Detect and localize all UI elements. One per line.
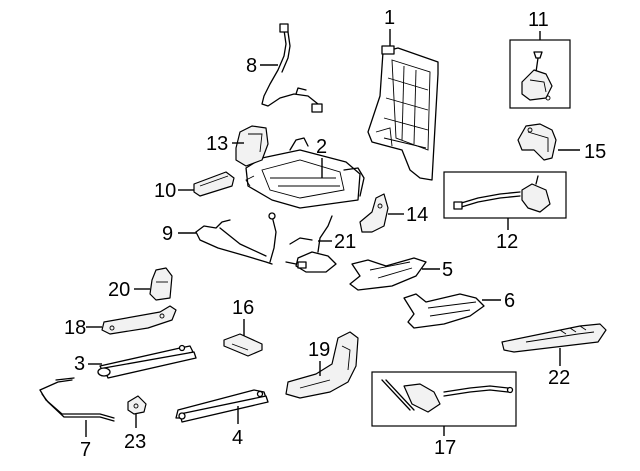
callout-10: 10: [154, 180, 194, 202]
part-1-seat-back-frame[interactable]: [367, 45, 439, 181]
callout-22: 22: [548, 348, 570, 389]
part-19-side-panel[interactable]: [285, 331, 359, 399]
callout-8: 8: [246, 55, 278, 77]
part-2-seat-cushion-frame[interactable]: [245, 137, 365, 209]
callout-5: 5: [422, 259, 453, 281]
callout-2: 2: [316, 136, 327, 178]
callout-16: 16: [232, 297, 254, 336]
svg-text:21: 21: [334, 231, 356, 253]
callout-1: 1: [384, 7, 395, 46]
part-16-pad[interactable]: [223, 333, 263, 357]
part-20-cap[interactable]: [149, 267, 173, 301]
part-17-cable-latch[interactable]: [371, 371, 517, 427]
callout-23: 23: [124, 414, 146, 453]
svg-text:9: 9: [162, 223, 173, 245]
svg-text:17: 17: [434, 437, 456, 459]
svg-text:1: 1: [384, 7, 395, 29]
callout-15: 15: [558, 141, 606, 163]
callout-11: 11: [528, 9, 549, 40]
svg-text:11: 11: [528, 9, 549, 31]
svg-text:15: 15: [584, 141, 606, 163]
callout-6: 6: [482, 290, 515, 312]
callout-7: 7: [80, 420, 91, 461]
svg-text:22: 22: [548, 367, 570, 389]
svg-text:7: 7: [80, 439, 91, 461]
part-7-cable[interactable]: [39, 377, 115, 422]
svg-text:8: 8: [246, 55, 257, 77]
part-18-trim[interactable]: [101, 305, 177, 335]
part-21-wire-harness[interactable]: [285, 215, 337, 273]
part-3-seat-track[interactable]: [97, 344, 197, 379]
part-22-trim[interactable]: [501, 323, 607, 353]
callout-3: 3: [74, 353, 102, 375]
callout-17: 17: [434, 426, 456, 459]
part-14-cover[interactable]: [359, 193, 389, 233]
svg-text:5: 5: [442, 259, 453, 281]
svg-text:3: 3: [74, 353, 85, 375]
callout-20: 20: [108, 279, 150, 301]
part-8-release-cable[interactable]: [261, 23, 323, 113]
svg-text:14: 14: [406, 204, 428, 226]
svg-text:23: 23: [124, 431, 146, 453]
svg-text:12: 12: [496, 231, 518, 253]
part-12-cable-assembly[interactable]: [443, 171, 567, 219]
svg-text:10: 10: [154, 180, 176, 202]
callout-9: 9: [162, 223, 196, 245]
part-10-handle[interactable]: [193, 171, 235, 197]
part-13-cover[interactable]: [235, 125, 269, 167]
callout-18: 18: [64, 317, 102, 339]
svg-text:6: 6: [504, 290, 515, 312]
svg-text:18: 18: [64, 317, 86, 339]
part-11-hook-assembly[interactable]: [509, 39, 571, 109]
svg-text:4: 4: [232, 427, 243, 449]
callout-13: 13: [206, 133, 244, 155]
part-15-bracket[interactable]: [517, 123, 557, 161]
svg-text:2: 2: [316, 136, 327, 158]
svg-text:20: 20: [108, 279, 130, 301]
callout-12: 12: [496, 218, 518, 253]
svg-text:16: 16: [232, 297, 254, 319]
callout-14: 14: [388, 204, 428, 226]
svg-text:13: 13: [206, 133, 228, 155]
callout-4: 4: [232, 406, 243, 449]
part-5-side-shield[interactable]: [349, 257, 427, 291]
part-6-side-shield[interactable]: [403, 293, 485, 329]
part-4-seat-track[interactable]: [175, 389, 269, 423]
callout-21: 21: [318, 231, 356, 253]
part-9-wire-frame[interactable]: [195, 212, 277, 265]
svg-text:19: 19: [308, 339, 330, 361]
part-23-clip[interactable]: [127, 395, 147, 415]
callout-19: 19: [308, 339, 330, 376]
